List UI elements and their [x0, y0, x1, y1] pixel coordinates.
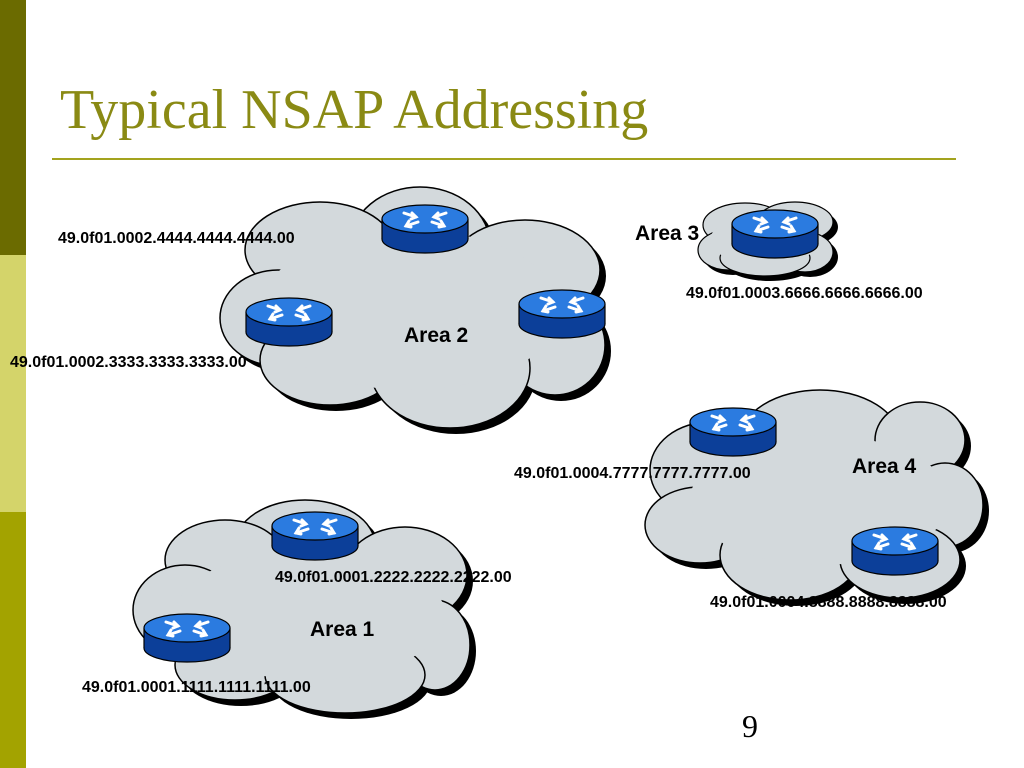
sidebar-segment-dark [0, 0, 26, 255]
router-icon [244, 296, 334, 348]
router-icon [850, 525, 940, 577]
slide-number: 9 [742, 708, 758, 744]
area-2-label: Area 2 [404, 324, 469, 347]
cloud-area1 [132, 499, 476, 719]
nsap-address-area3: 49.0f01.0003.6666.6666.6666.00 [686, 285, 923, 302]
router-icon [688, 406, 778, 458]
router-icon [142, 612, 232, 664]
nsap-address-area2-top: 49.0f01.0002.4444.4444.4444.00 [58, 230, 295, 247]
title-underline [52, 158, 956, 160]
router-icon [270, 510, 360, 562]
area-4-label: Area 4 [852, 455, 917, 478]
sidebar-bar [0, 0, 26, 768]
nsap-address-area2-left: 49.0f01.0002.3333.3333.3333.00 [10, 354, 247, 371]
router-icon [380, 203, 470, 255]
area-3-label: Area 3 [635, 222, 700, 245]
sidebar-segment-light [0, 255, 26, 512]
router-icon [730, 208, 820, 260]
router-icon [517, 288, 607, 340]
nsap-address-area4-top: 49.0f01.0004.7777.7777.7777.00 [514, 465, 751, 482]
nsap-address-area1-top: 49.0f01.0001.2222.2222.2222.00 [275, 569, 512, 586]
area-1-label: Area 1 [310, 618, 375, 641]
sidebar-segment-mid [0, 512, 26, 768]
slide-title: Typical NSAP Addressing [60, 79, 649, 141]
nsap-address-area1-left: 49.0f01.0001.1111.1111.1111.00 [82, 679, 311, 696]
nsap-address-area4-bottom: 49.0f01.0004.8888.8888.8888.00 [710, 594, 947, 611]
